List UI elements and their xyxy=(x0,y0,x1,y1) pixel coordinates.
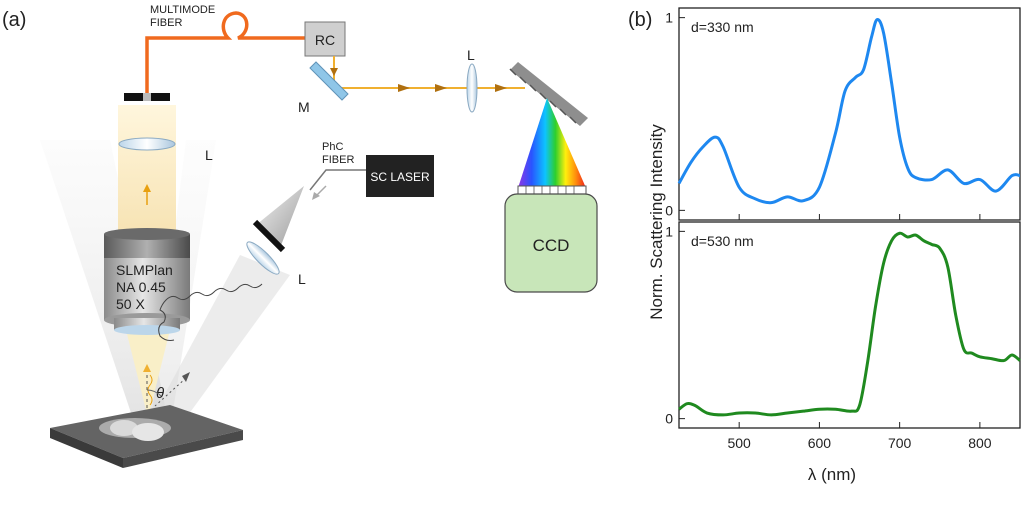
objective-front-lens xyxy=(114,325,180,335)
spectrum-line-1 xyxy=(677,18,1021,205)
ccd-pixel-lines xyxy=(525,186,575,194)
grating-grooves xyxy=(509,68,577,124)
illumination-cone xyxy=(256,186,304,248)
sc-laser-label: SC LASER xyxy=(370,170,430,184)
fiber-tip-core xyxy=(143,93,151,101)
objective-label-1: SLMPlan xyxy=(116,262,173,278)
mirror xyxy=(309,61,349,101)
y-tick-label-2-1: 1 xyxy=(665,223,673,239)
lens-top xyxy=(118,137,176,151)
annotation-2: d=530 nm xyxy=(691,233,754,249)
lens-top-label: L xyxy=(205,147,213,163)
objective-body xyxy=(104,258,190,320)
phc-fiber xyxy=(309,169,366,191)
sample-side-right xyxy=(123,430,243,468)
x-axis-label: λ (nm) xyxy=(808,465,856,484)
plot-frame-2 xyxy=(678,221,1021,429)
objective-label-2: NA 0.45 xyxy=(116,279,166,295)
phc-label-2: FIBER xyxy=(322,154,354,166)
y-tick-label-2-0: 0 xyxy=(665,411,673,427)
objective-top-rim xyxy=(104,228,190,240)
phc-label-1: PhC xyxy=(322,141,343,153)
collection-arrow-head xyxy=(143,364,151,372)
panel-b-label: (b) xyxy=(628,9,652,31)
ccd-pixels xyxy=(517,185,587,195)
rc-label: RC xyxy=(315,32,335,48)
oblique-beam xyxy=(148,255,290,440)
sc-laser-box xyxy=(366,155,434,197)
ccd-label: CCD xyxy=(533,236,570,255)
collected-beam xyxy=(118,105,176,235)
theta-arc xyxy=(146,389,162,397)
objective-label-3: 50 X xyxy=(116,296,145,312)
particle-2 xyxy=(132,423,164,441)
x-tick-label-700: 700 xyxy=(888,435,912,451)
x-tick-label-800: 800 xyxy=(968,435,992,451)
y-tick-label-1-0: 0 xyxy=(665,202,673,218)
plots: 0 1 d=330 nm 0 1 500 600 700 800 d=530 nm xyxy=(665,7,1021,451)
spectrum-line-2 xyxy=(678,231,1021,417)
phc-arrow-head xyxy=(312,192,320,200)
grating xyxy=(510,62,588,126)
beam-path xyxy=(333,56,525,89)
lens-right-label: L xyxy=(467,47,475,63)
annotation-1: d=330 nm xyxy=(691,19,754,35)
fiber-label-2: FIBER xyxy=(150,17,182,29)
incident-dash xyxy=(154,377,187,407)
incident-wave xyxy=(158,283,263,341)
incident-arrow-head xyxy=(182,372,190,382)
dispersion-fan xyxy=(518,98,586,188)
arrow-right-2 xyxy=(435,84,447,92)
phc-arrow-shaft xyxy=(315,185,327,197)
y-tick-label-1-1: 1 xyxy=(665,10,673,26)
ccd-box xyxy=(504,193,598,293)
lens-right xyxy=(466,63,478,113)
rc-box xyxy=(304,21,346,57)
x-tick-label-500: 500 xyxy=(727,435,751,451)
up-arrow-head xyxy=(143,184,151,192)
x-tick-label-600: 600 xyxy=(808,435,832,451)
fiber-label-1: MULTIMODE xyxy=(150,4,215,16)
multimode-fiber xyxy=(145,11,305,93)
theta-label: θ xyxy=(156,385,164,402)
cone-holder xyxy=(252,219,286,253)
y-axis-label: Norm. Scattering Intensity xyxy=(647,124,666,320)
arrow-down-rc xyxy=(330,68,338,76)
plot-frame-1 xyxy=(678,7,1021,221)
panel-a-label: (a) xyxy=(2,9,26,31)
particle-1 xyxy=(110,420,138,436)
lens-oblique xyxy=(246,241,280,275)
arrow-right-3 xyxy=(495,84,507,92)
arrow-right-1 xyxy=(398,84,410,92)
lens-oblique-label: L xyxy=(298,271,306,287)
mirror-label: M xyxy=(298,99,310,115)
sample-side-left xyxy=(50,428,123,468)
